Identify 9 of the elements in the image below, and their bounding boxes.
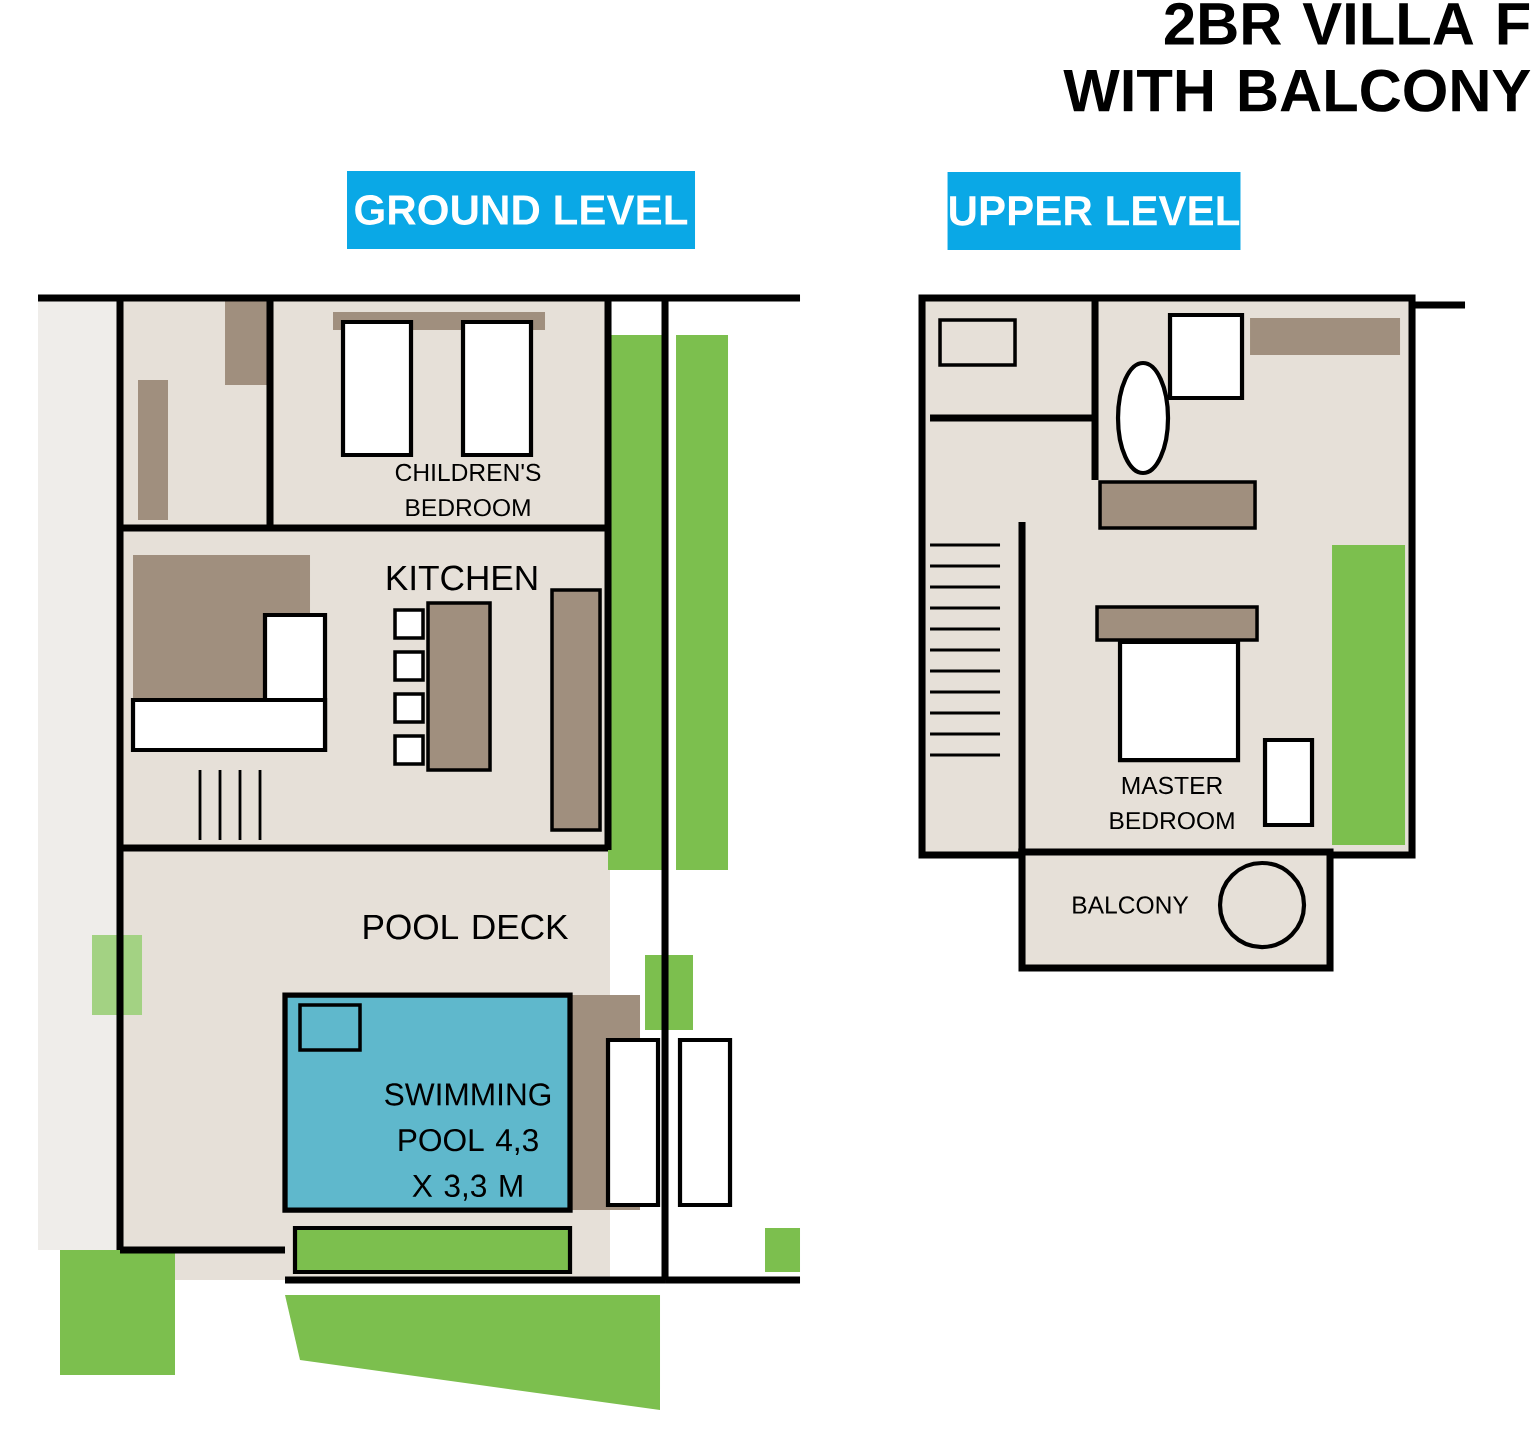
room-label: MASTER BEDROOM xyxy=(1110,776,1234,830)
room-label: SWIMMING POOL 4,3 X 3,3 M xyxy=(385,1083,551,1201)
room-label: POOL DECK xyxy=(364,914,569,940)
room-label: KITCHEN xyxy=(387,565,537,591)
level-heading: UPPER LEVEL xyxy=(947,172,1241,250)
title: 2BR VILLA F WITH BALCONY xyxy=(1063,2,1531,112)
level-heading: GROUND LEVEL xyxy=(347,171,695,249)
room-label: BALCONY xyxy=(1073,896,1189,914)
room-label: CHILDREN'S BEDROOM xyxy=(395,463,541,517)
